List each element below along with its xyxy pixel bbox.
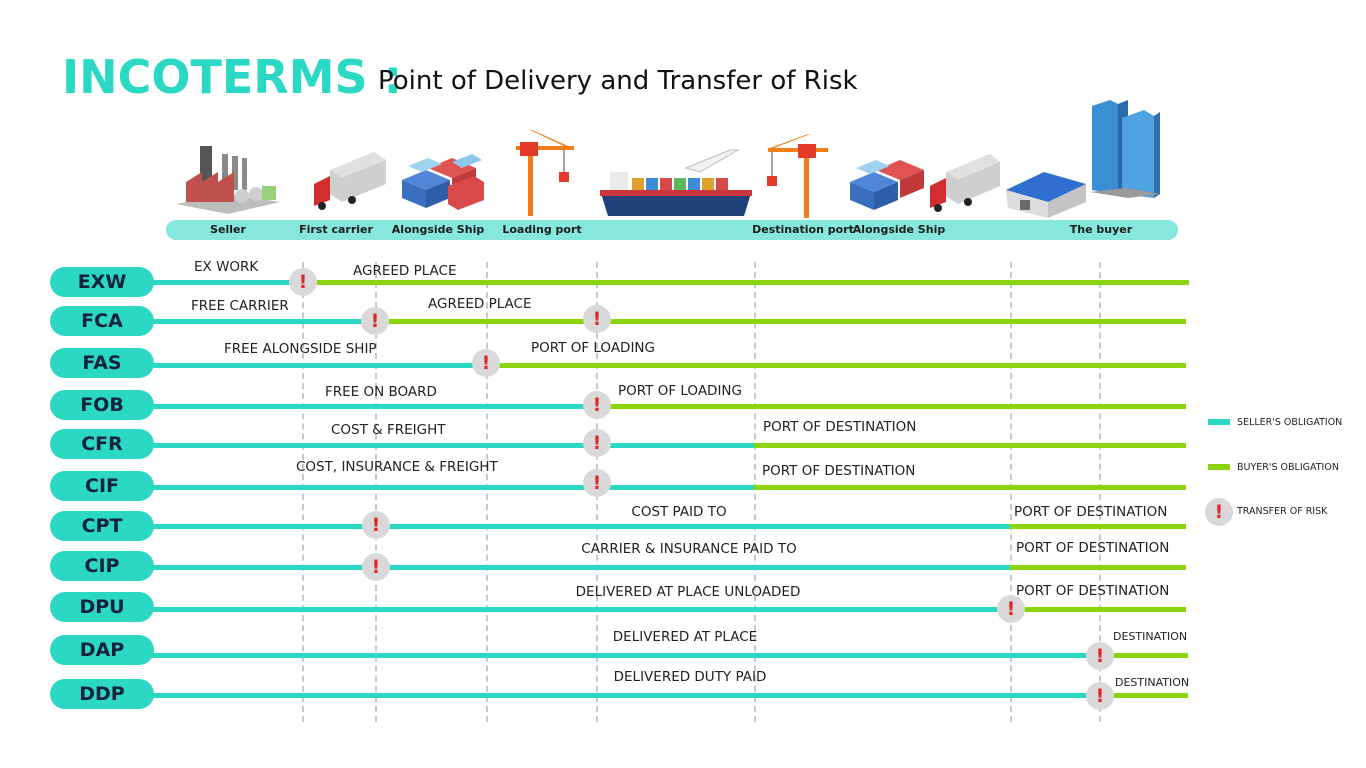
crane-icon [767,134,828,218]
stage-label-alongside-ship: Alongside Ship [391,223,485,236]
buyer-obligation-bar [376,319,1186,324]
risk-icon: ! [362,511,390,539]
term-dpu: DPU [50,592,154,622]
risk-icon: ! [1086,642,1114,670]
buyer-obligation-bar [1100,693,1188,698]
risk-icon: ! [997,595,1025,623]
term-fob: FOB [50,390,154,420]
seller-obligation-bar [150,404,597,409]
seller-label: FREE ON BOARD [325,384,437,400]
seller-label: FREE CARRIER [191,298,289,314]
legend-seller-swatch [1208,419,1230,425]
risk-icon: ! [583,391,611,419]
cargo-ship-icon [600,149,752,216]
risk-icon: ! [362,553,390,581]
buyer-obligation-bar [1012,607,1186,612]
page-subtitle: Point of Delivery and Transfer of Risk [378,66,858,96]
guide-line [375,262,377,722]
guide-line [486,262,488,722]
stage-label-first-carrier: First carrier [299,223,373,236]
term-exw: EXW [50,267,154,297]
stage-label-the-buyer: The buyer [1069,223,1133,236]
risk-icon: ! [1086,682,1114,710]
legend-risk-icon: ! [1205,498,1233,526]
buyer-obligation-bar [1100,653,1188,658]
seller-label: DELIVERED AT PLACE [612,629,758,645]
legend-seller-label: SELLER'S OBLIGATION [1237,417,1343,428]
stage-bar [166,220,1178,240]
buyer-obligation-bar [486,363,1186,368]
risk-icon: ! [289,268,317,296]
guide-line [754,262,756,722]
seller-obligation-bar [150,524,1010,529]
buyer-label: PORT OF LOADING [618,383,742,399]
risk-icon: ! [472,349,500,377]
buyer-obligation-bar [1010,524,1186,529]
stage-label-seller: Seller [210,223,246,236]
term-fca: FCA [50,306,154,336]
factory-icon [176,146,280,214]
seller-obligation-bar [150,607,1012,612]
seller-label: EX WORK [194,259,259,275]
buildings-icon [1090,100,1160,198]
buyer-obligation-bar [1010,565,1186,570]
legend-buyer-label: BUYER'S OBLIGATION [1237,462,1339,473]
risk-icon: ! [583,469,611,497]
stage-label-alongside-ship-destination: Alongside Ship [852,223,946,236]
guide-line [302,262,304,722]
buyer-label: PORT OF DESTINATION [763,419,917,435]
legend-risk-label: TRANSFER OF RISK [1237,506,1328,517]
crane-icon [516,130,574,216]
risk-icon: ! [361,307,389,335]
buyer-obligation-bar [754,443,1186,448]
buyer-label: AGREED PLACE [353,263,457,279]
buyer-obligation-bar [754,485,1186,490]
page-title: INCOTERMS : [62,50,403,104]
containers-icon [850,160,924,210]
buyer-label: DESTINATION [1115,676,1190,689]
seller-obligation-bar [150,319,376,324]
seller-label: DELIVERED DUTY PAID [613,669,767,685]
buyer-label: AGREED PLACE [428,296,532,312]
seller-label: FREE ALONGSIDE SHIP [224,341,377,357]
buyer-label: PORT OF DESTINATION [1016,540,1170,556]
seller-obligation-bar [150,363,486,368]
risk-icon: ! [583,429,611,457]
guide-line [1099,262,1101,722]
stage-label-loading-port: Loading port [502,223,582,236]
term-fas: FAS [50,348,154,378]
seller-label: COST PAID TO [631,504,727,520]
buyer-label: PORT OF LOADING [531,340,655,356]
guide-line [1010,262,1012,722]
seller-label: COST & FREIGHT [331,422,446,438]
seller-label: COST, INSURANCE & FREIGHT [296,459,498,475]
buyer-obligation-bar [303,280,1189,285]
term-cpt: CPT [50,511,154,541]
warehouse-icon [1006,172,1086,218]
seller-obligation-bar [150,443,754,448]
term-cfr: CFR [50,429,154,459]
stage-label-destination-port: Destination port [752,223,854,236]
seller-obligation-bar [150,565,1010,570]
seller-label: DELIVERED AT PLACE UNLOADED [575,584,801,600]
truck-icon [930,154,1000,212]
seller-obligation-bar [150,485,754,490]
buyer-label: DESTINATION [1113,630,1188,643]
seller-obligation-bar [150,653,1100,658]
seller-obligation-bar [150,280,303,285]
legend-buyer-swatch [1208,464,1230,470]
buyer-label: PORT OF DESTINATION [1014,504,1168,520]
buyer-obligation-bar [597,404,1186,409]
term-dap: DAP [50,635,154,665]
term-cip: CIP [50,551,154,581]
term-cif: CIF [50,471,154,501]
truck-icon [314,152,386,210]
seller-label: CARRIER & INSURANCE PAID TO [581,541,797,557]
buyer-label: PORT OF DESTINATION [1016,583,1170,599]
containers-icon [402,154,484,210]
risk-icon: ! [583,305,611,333]
term-ddp: DDP [50,679,154,709]
seller-obligation-bar [150,693,1100,698]
buyer-label: PORT OF DESTINATION [762,463,916,479]
